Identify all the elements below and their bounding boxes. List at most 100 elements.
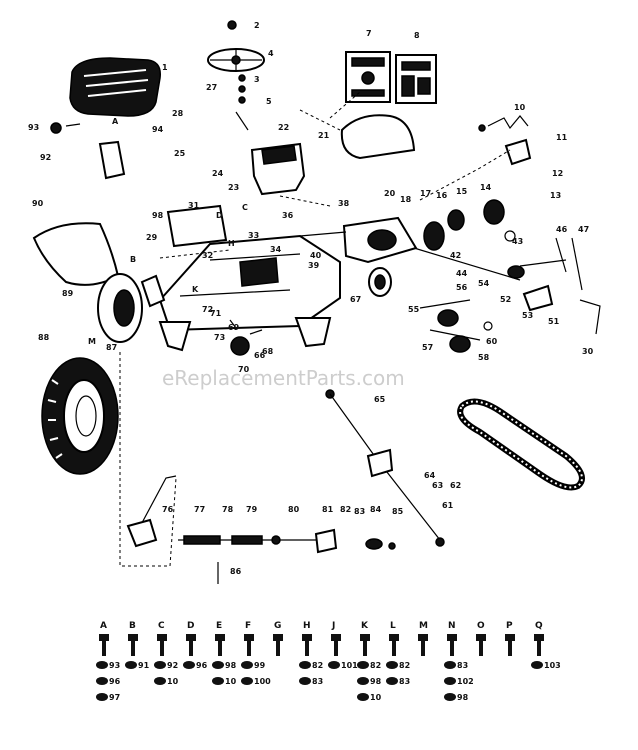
bolt-icon	[389, 634, 399, 656]
part-throttle-linkage[interactable]	[478, 115, 532, 166]
callout-39: 39	[308, 261, 320, 270]
hardware-key-part-number: 82	[312, 661, 323, 670]
part-brake-rod[interactable]	[126, 475, 396, 584]
callout-18: 18	[400, 195, 412, 204]
callout-11: 11	[556, 133, 568, 142]
part-drive-pulleys[interactable]	[413, 199, 525, 281]
bolt-icon	[447, 634, 457, 656]
callout-43: 43	[512, 237, 523, 246]
part-misc-left[interactable]	[50, 122, 263, 356]
part-dash-cover[interactable]	[340, 114, 416, 160]
callout-8: 8	[414, 31, 420, 40]
part-right-levers[interactable]	[519, 237, 601, 335]
callout-M: M	[88, 337, 96, 346]
hardware-key-part-number: 92	[167, 661, 178, 670]
part-pulley[interactable]	[368, 267, 392, 297]
part-main-frame[interactable]	[158, 204, 341, 352]
callout-C: C	[242, 203, 248, 212]
callout-71: 71	[210, 309, 222, 318]
callout-31: 31	[188, 201, 200, 210]
callout-23: 23	[228, 183, 239, 192]
callout-H: H	[228, 239, 235, 248]
callout-K: K	[192, 285, 199, 294]
callout-20: 20	[384, 189, 396, 198]
washer-icon	[183, 661, 195, 669]
part-drive-belt[interactable]	[457, 398, 585, 491]
washer-icon	[299, 661, 311, 669]
part-fender[interactable]	[32, 222, 120, 286]
hardware-key-column: M	[418, 621, 428, 656]
part-decal-8[interactable]	[395, 54, 437, 104]
hardware-key-part-number: 83	[312, 677, 323, 686]
assembly-guide-lines	[119, 91, 511, 567]
part-tire[interactable]	[41, 357, 119, 475]
part-decal-7[interactable]	[345, 51, 391, 103]
callout-32: 32	[202, 251, 213, 260]
hardware-key-letter: N	[448, 621, 456, 631]
bolt-icon	[99, 634, 109, 656]
part-shift-rod[interactable]	[325, 389, 445, 547]
callout-63: 63	[432, 481, 443, 490]
part-steering-wheel[interactable]	[207, 20, 265, 72]
washer-icon	[125, 661, 137, 669]
hardware-key-column: D96	[183, 621, 208, 670]
callout-78: 78	[222, 505, 234, 514]
washer-icon	[212, 677, 224, 685]
callout-A: A	[112, 117, 119, 126]
callout-57: 57	[422, 343, 433, 352]
callout-29: 29	[146, 233, 158, 242]
bolt-icon	[186, 634, 196, 656]
part-transaxle[interactable]	[299, 216, 418, 264]
part-brake-assembly[interactable]	[419, 299, 493, 353]
part-steering-pedestal[interactable]	[250, 142, 306, 196]
hardware-key-letter: M	[419, 621, 428, 631]
callout-36: 36	[282, 211, 294, 220]
washer-icon	[444, 677, 456, 685]
callout-13: 13	[550, 191, 561, 200]
callout-58: 58	[478, 353, 490, 362]
callout-3: 3	[254, 75, 260, 84]
washer-icon	[241, 677, 253, 685]
hardware-key-part-number: 83	[399, 677, 410, 686]
bolt-icon	[476, 634, 486, 656]
callout-34: 34	[270, 245, 282, 254]
washer-icon	[386, 661, 398, 669]
callout-D: D	[216, 211, 223, 220]
hardware-key-letter: G	[274, 621, 281, 631]
hardware-key-letter: E	[216, 621, 222, 631]
washer-icon	[444, 661, 456, 669]
bolt-icon	[244, 634, 254, 656]
washer-icon	[531, 661, 543, 669]
hardware-key-letter: P	[506, 621, 513, 631]
callout-16: 16	[436, 191, 448, 200]
part-steering-hardware[interactable]	[235, 74, 249, 131]
callout-17: 17	[420, 189, 431, 198]
callout-22: 22	[278, 123, 289, 132]
washer-icon	[357, 693, 369, 701]
callout-92: 92	[40, 153, 51, 162]
callout-2: 2	[254, 21, 260, 30]
callout-61: 61	[442, 501, 454, 510]
callout-55: 55	[408, 305, 420, 314]
hardware-key-letter: O	[477, 621, 485, 631]
part-wheel-rim[interactable]	[97, 273, 143, 343]
callout-90: 90	[32, 199, 44, 208]
part-seat[interactable]	[69, 57, 161, 117]
washer-icon	[444, 693, 456, 701]
washer-icon	[328, 661, 340, 669]
callout-72: 72	[202, 305, 213, 314]
hardware-key-part-number: 98	[225, 661, 237, 670]
bolt-icon	[418, 634, 428, 656]
washer-icon	[96, 661, 108, 669]
callout-24: 24	[212, 169, 224, 178]
hardware-key-part-number: 10	[225, 677, 237, 686]
callout-94: 94	[152, 125, 164, 134]
callout-66: 66	[254, 351, 266, 360]
bolt-icon	[273, 634, 283, 656]
callout-10: 10	[514, 103, 526, 112]
